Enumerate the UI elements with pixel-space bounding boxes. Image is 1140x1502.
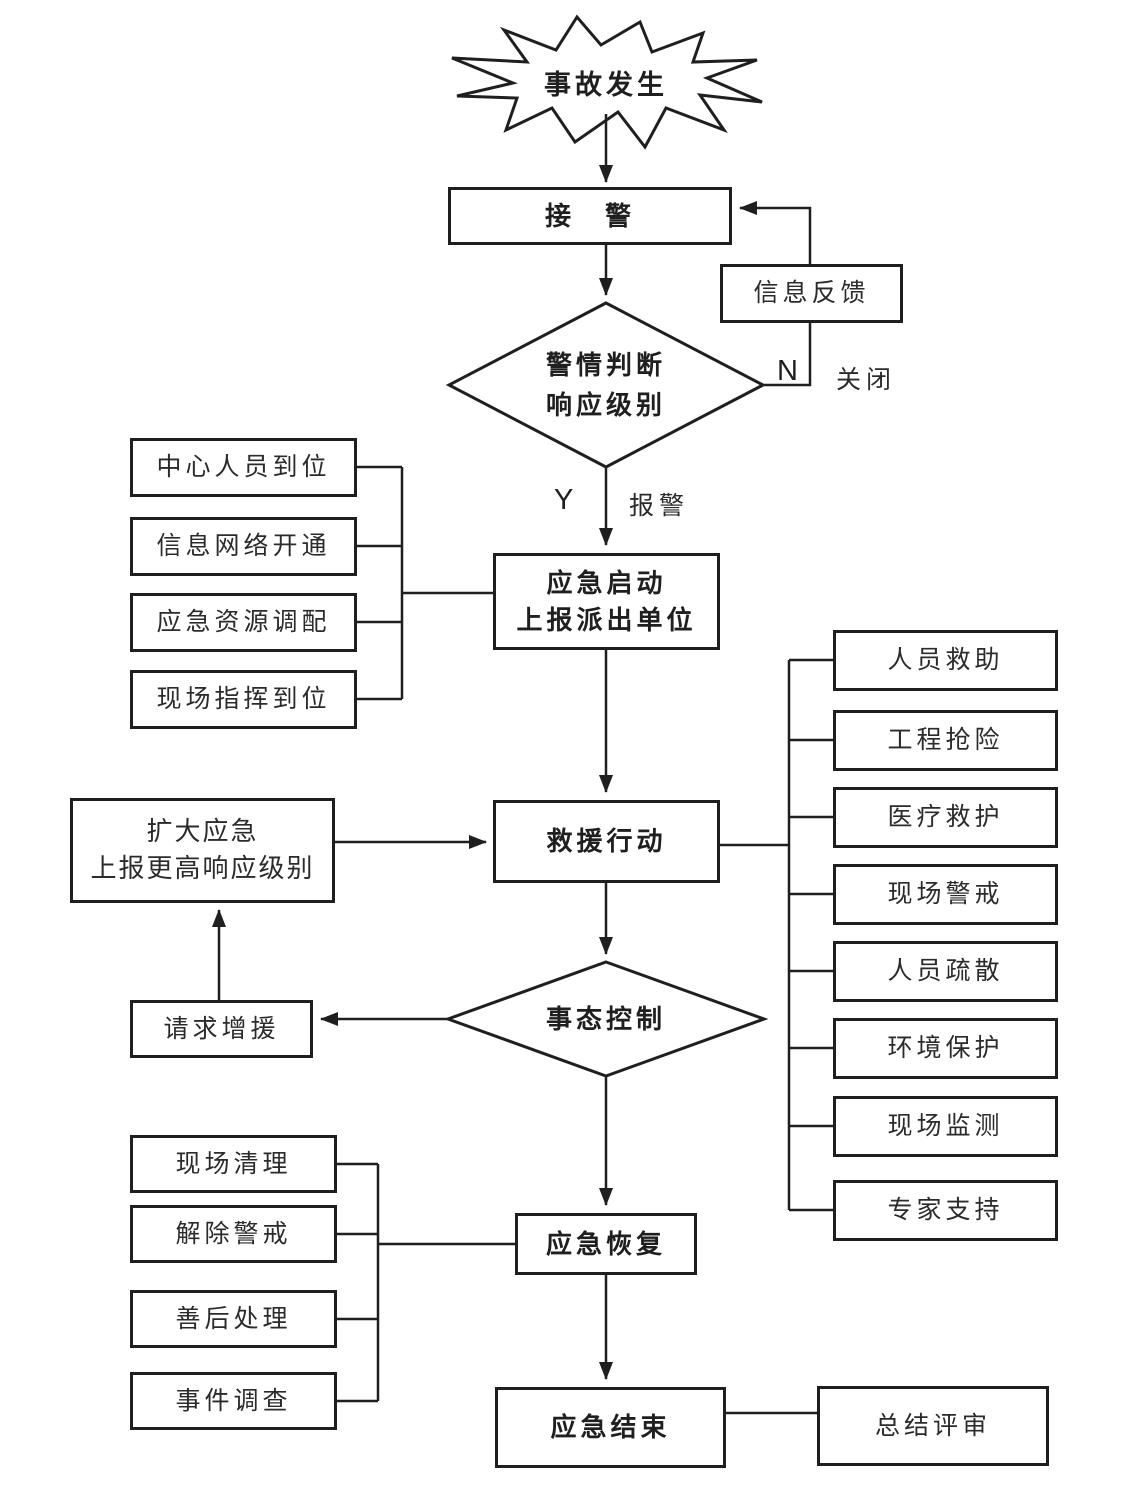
- bus-connector-lines: [337, 465, 833, 1415]
- flow-arrows: [212, 114, 812, 1380]
- action-box-site-monitoring: 现场监测: [833, 1096, 1058, 1157]
- starburst-shape: [451, 14, 763, 150]
- prep-box-info-network: 信息网络开通: [130, 517, 357, 576]
- prep-box-resource-allocation: 应急资源调配: [130, 593, 357, 652]
- action-box-personnel-rescue: 人员救助: [833, 630, 1058, 691]
- decision-alarm-label: 警情判断 响应级别: [545, 349, 666, 420]
- prep-box-center-staff: 中心人员到位: [130, 438, 357, 497]
- edge-label-no: N: [777, 355, 798, 387]
- expand-response-box: 扩大应急 上报更高响应级别: [70, 798, 335, 903]
- action-box-environment-protection: 环境保护: [833, 1018, 1058, 1079]
- recovery-box: 应急恢复: [515, 1213, 697, 1275]
- rescue-box: 救援行动: [493, 800, 720, 883]
- summary-review-box: 总结评审: [817, 1386, 1049, 1466]
- action-box-site-cordon: 现场警戒: [833, 864, 1058, 925]
- edge-label-report: 报警: [629, 493, 690, 520]
- request-reinforcement-box: 请求增援: [130, 1000, 313, 1058]
- receive-alarm-box: 接 警: [448, 187, 732, 245]
- closure-box-lift-cordon: 解除警戒: [130, 1205, 337, 1263]
- finish-box: 应急结束: [495, 1387, 726, 1468]
- closure-box-aftermath-handling: 善后处理: [130, 1290, 337, 1348]
- activation-box: 应急启动 上报派出单位: [493, 553, 720, 650]
- decision-control-label: 事态控制: [545, 1003, 666, 1034]
- action-box-evacuation: 人员疏散: [833, 941, 1058, 1002]
- edge-label-close: 关闭: [836, 367, 897, 394]
- action-box-engineering-emergency: 工程抢险: [833, 710, 1058, 771]
- action-box-expert-support: 专家支持: [833, 1180, 1058, 1241]
- prep-box-site-command: 现场指挥到位: [130, 670, 357, 729]
- edge-label-yes: Y: [554, 484, 574, 516]
- closure-box-site-cleanup: 现场清理: [130, 1135, 337, 1193]
- closure-box-incident-investigation: 事件调查: [130, 1372, 337, 1430]
- action-box-medical-aid: 医疗救护: [833, 787, 1058, 848]
- start-node-label: 事故发生: [544, 70, 668, 101]
- feedback-box: 信息反馈: [720, 264, 903, 323]
